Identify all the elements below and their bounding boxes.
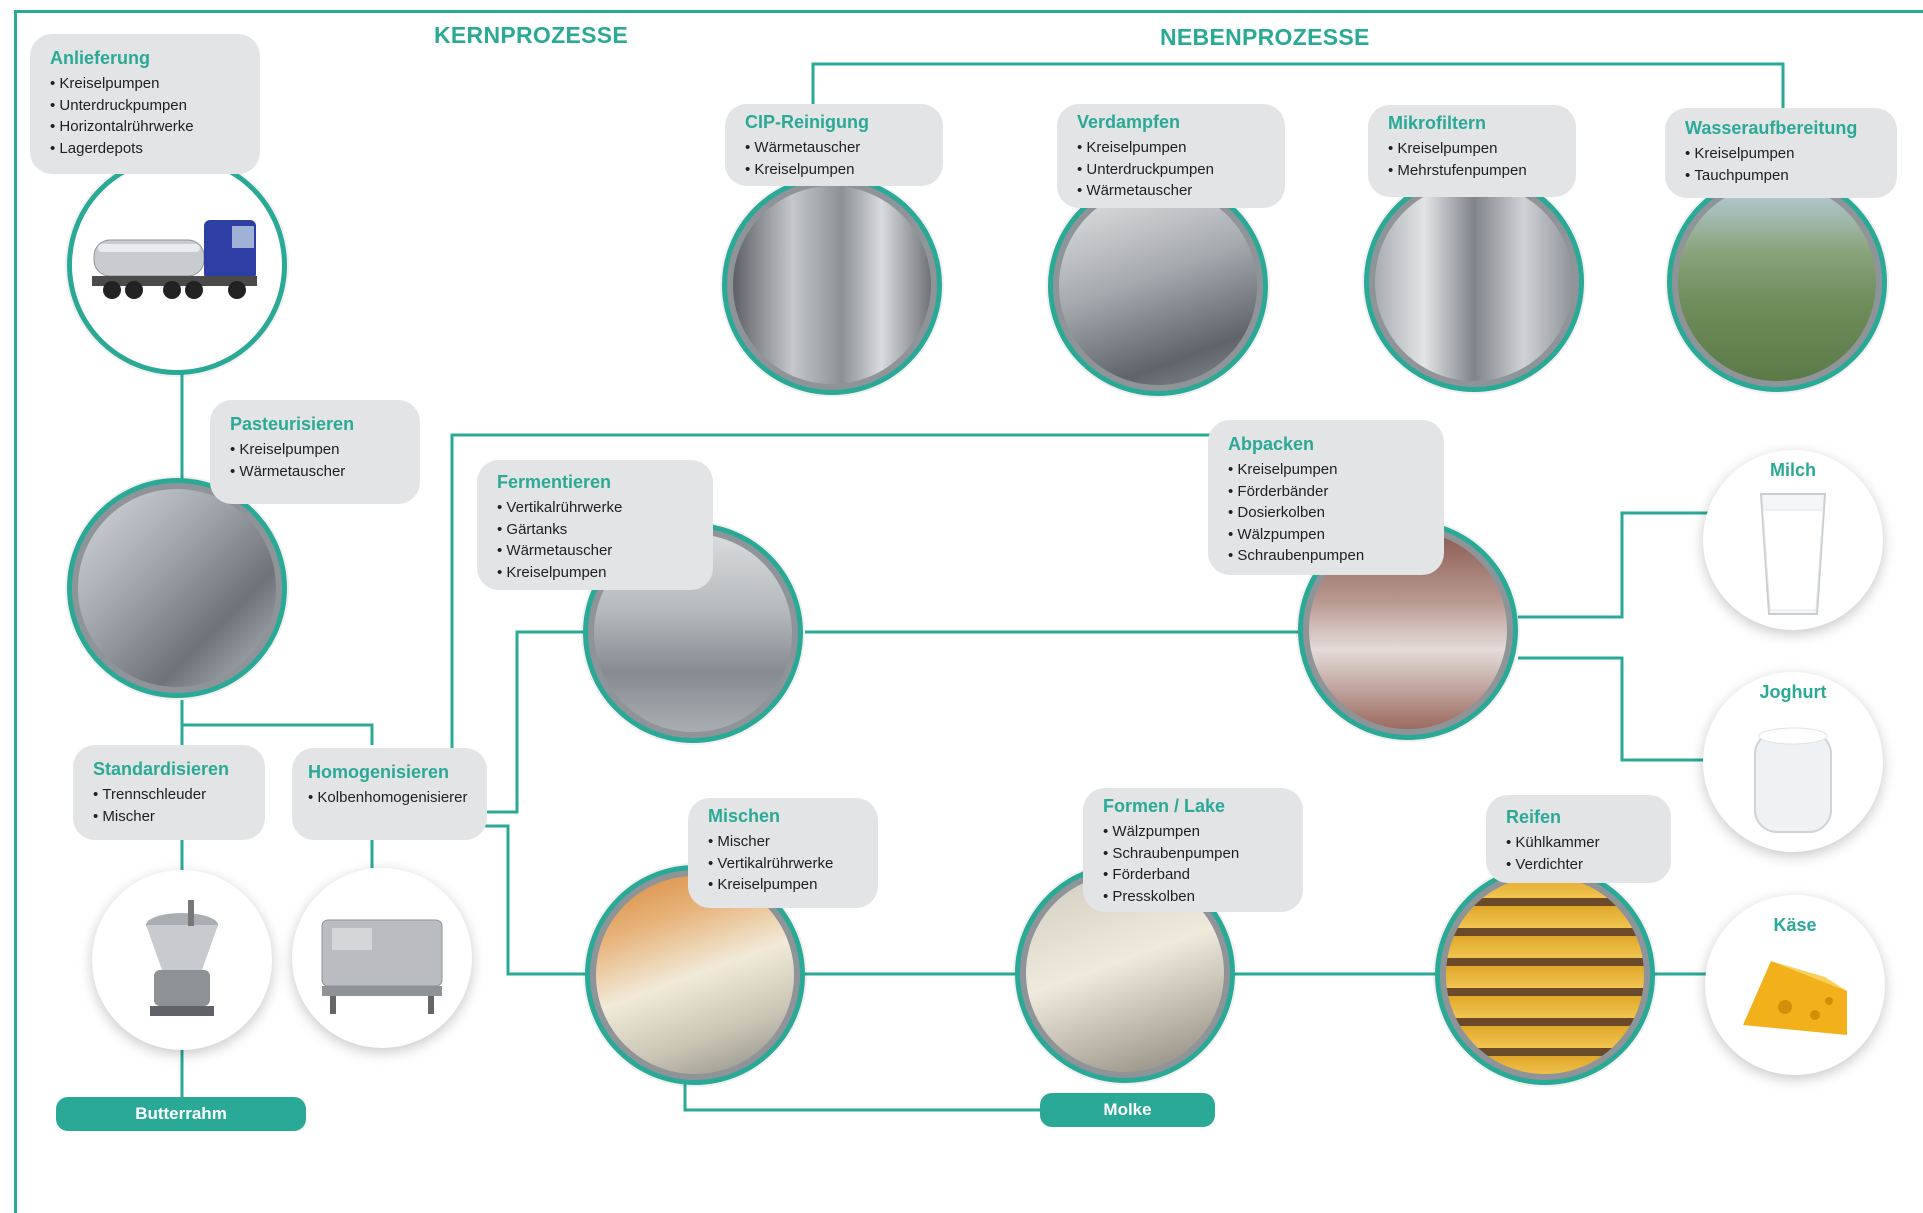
milch-image [1703,450,1883,630]
list-item: Kreiselpumpen [1685,143,1877,165]
abpacken-title: Abpacken [1228,434,1315,454]
list-item: Kühlkammer [1506,832,1651,854]
formen-title: Formen / Lake [1103,796,1226,816]
anlieferung-image [67,155,287,375]
list-item: Kreiselpumpen [745,159,923,181]
diagram-frame [14,10,1923,1213]
standardisieren-label: Standardisieren Trennschleuder Mischer [73,745,265,840]
abpacken-label: Abpacken Kreiselpumpen Förderbänder Dosi… [1208,420,1444,575]
cip-image [722,175,942,395]
list-item: Horizontalrührwerke [50,116,240,138]
fermentieren-label: Fermentieren Vertikalrührwerke Gärtanks … [477,460,713,590]
list-item: Vertikalrührwerke [497,497,693,519]
list-item: Trennschleuder [93,784,245,806]
list-item: Gärtanks [497,519,693,541]
list-item: Wälzpumpen [1228,524,1424,546]
list-item: Kreiselpumpen [1228,459,1424,481]
list-item: Kreiselpumpen [1388,138,1556,160]
connector-lines [180,62,1785,1112]
yogurt-jar-icon [1754,727,1832,833]
list-item: Wälzpumpen [1103,821,1283,843]
list-item: Kreiselpumpen [708,874,858,896]
pasteurisieren-image [67,478,287,698]
homogenizer-image [292,868,472,1048]
list-item: Dosierkolben [1228,502,1424,524]
list-item: Mischer [708,831,858,853]
list-item: Wärmetauscher [745,137,923,159]
wasser-image [1667,172,1887,392]
cip-title: CIP-Reinigung [745,112,869,132]
list-item: Unterdruckpumpen [50,95,240,117]
anlieferung-label: Anlieferung Kreiselpumpen Unterdruckpump… [30,34,260,174]
list-item: Mehrstufenpumpen [1388,160,1556,182]
section-title-core: KERNPROZESSE [434,22,629,48]
list-item: Wärmetauscher [230,461,400,483]
list-item: Kreiselpumpen [230,439,400,461]
reifen-image [1435,865,1655,1085]
kaese-image [1705,895,1885,1075]
list-item: Lagerdepots [50,138,240,160]
verdampfen-label: Verdampfen Kreiselpumpen Unterdruckpumpe… [1057,104,1285,208]
cip-label: CIP-Reinigung Wärmetauscher Kreiselpumpe… [725,104,943,186]
separator-image [92,870,272,1050]
truck-icon [92,220,257,299]
joghurt-image [1703,672,1883,852]
list-item: Förderband [1103,864,1283,886]
anlieferung-title: Anlieferung [50,48,151,68]
list-item: Wärmetauscher [497,540,693,562]
section-title-side: NEBENPROZESSE [1160,24,1370,50]
list-item: Kreiselpumpen [497,562,693,584]
mikrofiltern-image [1364,172,1584,392]
list-item: Mischer [93,806,245,828]
list-item: Wärmetauscher [1077,180,1265,202]
list-item: Kolbenhomogenisierer [308,787,467,809]
milk-glass-icon [1759,493,1827,615]
pasteurisieren-label: Pasteurisieren Kreiselpumpen Wärmetausch… [210,400,420,504]
mischen-label: Mischen Mischer Vertikalrührwerke Kreise… [688,798,878,908]
kaese-title: Käse [1773,915,1817,935]
molke-output: Molke [1040,1093,1215,1127]
list-item: Kreiselpumpen [50,73,240,95]
reifen-label: Reifen Kühlkammer Verdichter [1486,795,1671,883]
formen-label: Formen / Lake Wälzpumpen Schraubenpumpen… [1083,788,1303,912]
wasser-title: Wasseraufbereitung [1685,118,1858,138]
reifen-title: Reifen [1506,807,1562,827]
list-item: Verdichter [1506,854,1651,876]
joghurt-title: Joghurt [1759,682,1827,702]
wasser-label: Wasseraufbereitung Kreiselpumpen Tauchpu… [1665,108,1897,198]
milch-title: Milch [1769,460,1816,480]
verdampfen-title: Verdampfen [1077,112,1181,132]
list-item: Kreiselpumpen [1077,137,1265,159]
verdampfen-image [1048,176,1268,396]
cheese-icon [1743,961,1847,1035]
list-item: Presskolben [1103,886,1283,908]
mikrofiltern-title: Mikrofiltern [1388,113,1487,133]
mischen-title: Mischen [708,806,781,826]
homogenizer-icon [321,919,443,1014]
standardisieren-title: Standardisieren [93,759,230,779]
homogenisieren-label: Homogenisieren Kolbenhomogenisierer [292,748,487,840]
homogenisieren-title: Homogenisieren [308,762,450,782]
list-item: Förderbänder [1228,481,1424,503]
mikrofiltern-label: Mikrofiltern Kreiselpumpen Mehrstufenpum… [1368,105,1576,197]
list-item: Schraubenpumpen [1103,843,1283,865]
fermentieren-title: Fermentieren [497,472,612,492]
separator-icon [146,900,218,1016]
list-item: Unterdruckpumpen [1077,159,1265,181]
list-item: Vertikalrührwerke [708,853,858,875]
list-item: Schraubenpumpen [1228,545,1424,567]
list-item: Tauchpumpen [1685,165,1877,187]
butterrahm-output: Butterrahm [56,1097,306,1131]
pasteurisieren-title: Pasteurisieren [230,414,355,434]
